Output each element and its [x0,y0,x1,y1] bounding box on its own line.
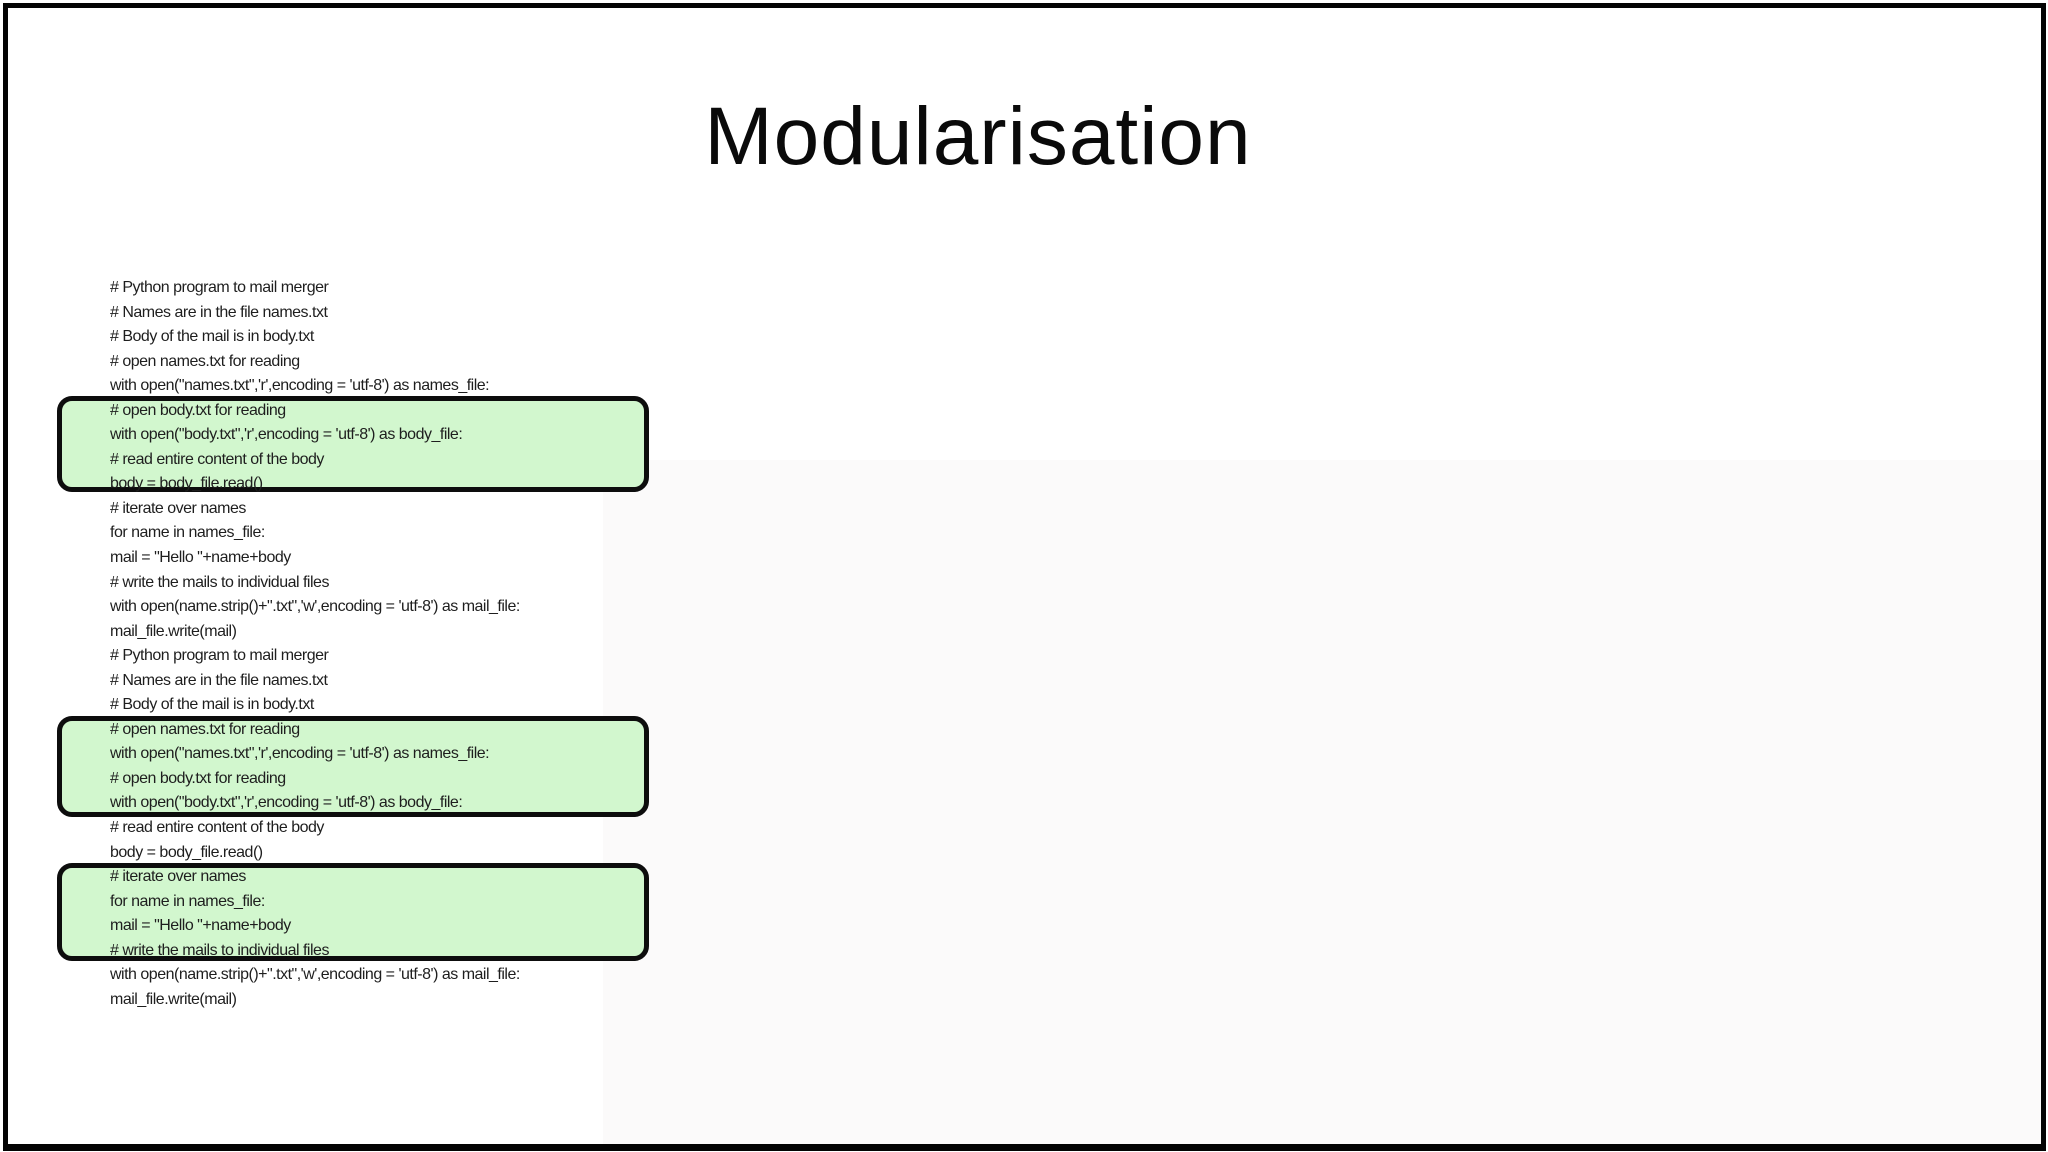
code-line: with open(name.strip()+".txt",'w',encodi… [110,966,520,984]
code-line: for name in names_file: [110,524,265,542]
code-line: # Python program to mail merger [110,279,329,296]
code-line: # open body.txt for reading [110,401,286,419]
code-line: # open names.txt for reading [110,720,300,738]
code-line: body = body_file.read() [110,843,263,861]
code-line: mail_file.write(mail) [110,990,237,1008]
code-line: # iterate over names [110,499,246,517]
highlight-box [57,863,649,961]
code-line: # Names are in the file names.txt [110,671,328,689]
code-line: with open("names.txt",'r',encoding = 'ut… [110,377,490,395]
code-line: # Names are in the file names.txt [110,303,328,321]
background-tint [603,460,2041,1144]
code-line: with open("body.txt",'r',encoding = 'utf… [110,426,463,444]
code-line: # Python program to mail merger [110,647,329,665]
code-line: # write the mails to individual files [110,573,329,591]
code-line: # read entire content of the body [110,819,324,837]
code-line: with open(name.strip()+".txt",'w',encodi… [110,598,520,616]
slide-title: Modularisation [704,91,1252,182]
code-line: # Body of the mail is in body.txt [110,696,314,714]
highlight-box [57,396,649,492]
code-line: with open("body.txt",'r',encoding = 'utf… [110,794,463,812]
code-line: # Body of the mail is in body.txt [110,328,314,346]
code-line: for name in names_file: [110,892,265,910]
code-line: mail = "Hello "+name+body [110,917,291,935]
code-line: with open("names.txt",'r',encoding = 'ut… [110,745,490,763]
code-block: # Python program to mail merger # Names a… [110,276,520,1012]
code-line: # open names.txt for reading [110,352,300,370]
code-line: # open body.txt for reading [110,769,286,787]
code-line: mail_file.write(mail) [110,622,237,640]
code-line: # write the mails to individual files [110,941,329,959]
code-line: mail = "Hello "+name+body [110,549,291,567]
code-line: # read entire content of the body [110,450,324,468]
code-line: body = body_file.read() [110,475,263,493]
highlight-box [57,716,649,817]
code-line: # iterate over names [110,868,246,886]
